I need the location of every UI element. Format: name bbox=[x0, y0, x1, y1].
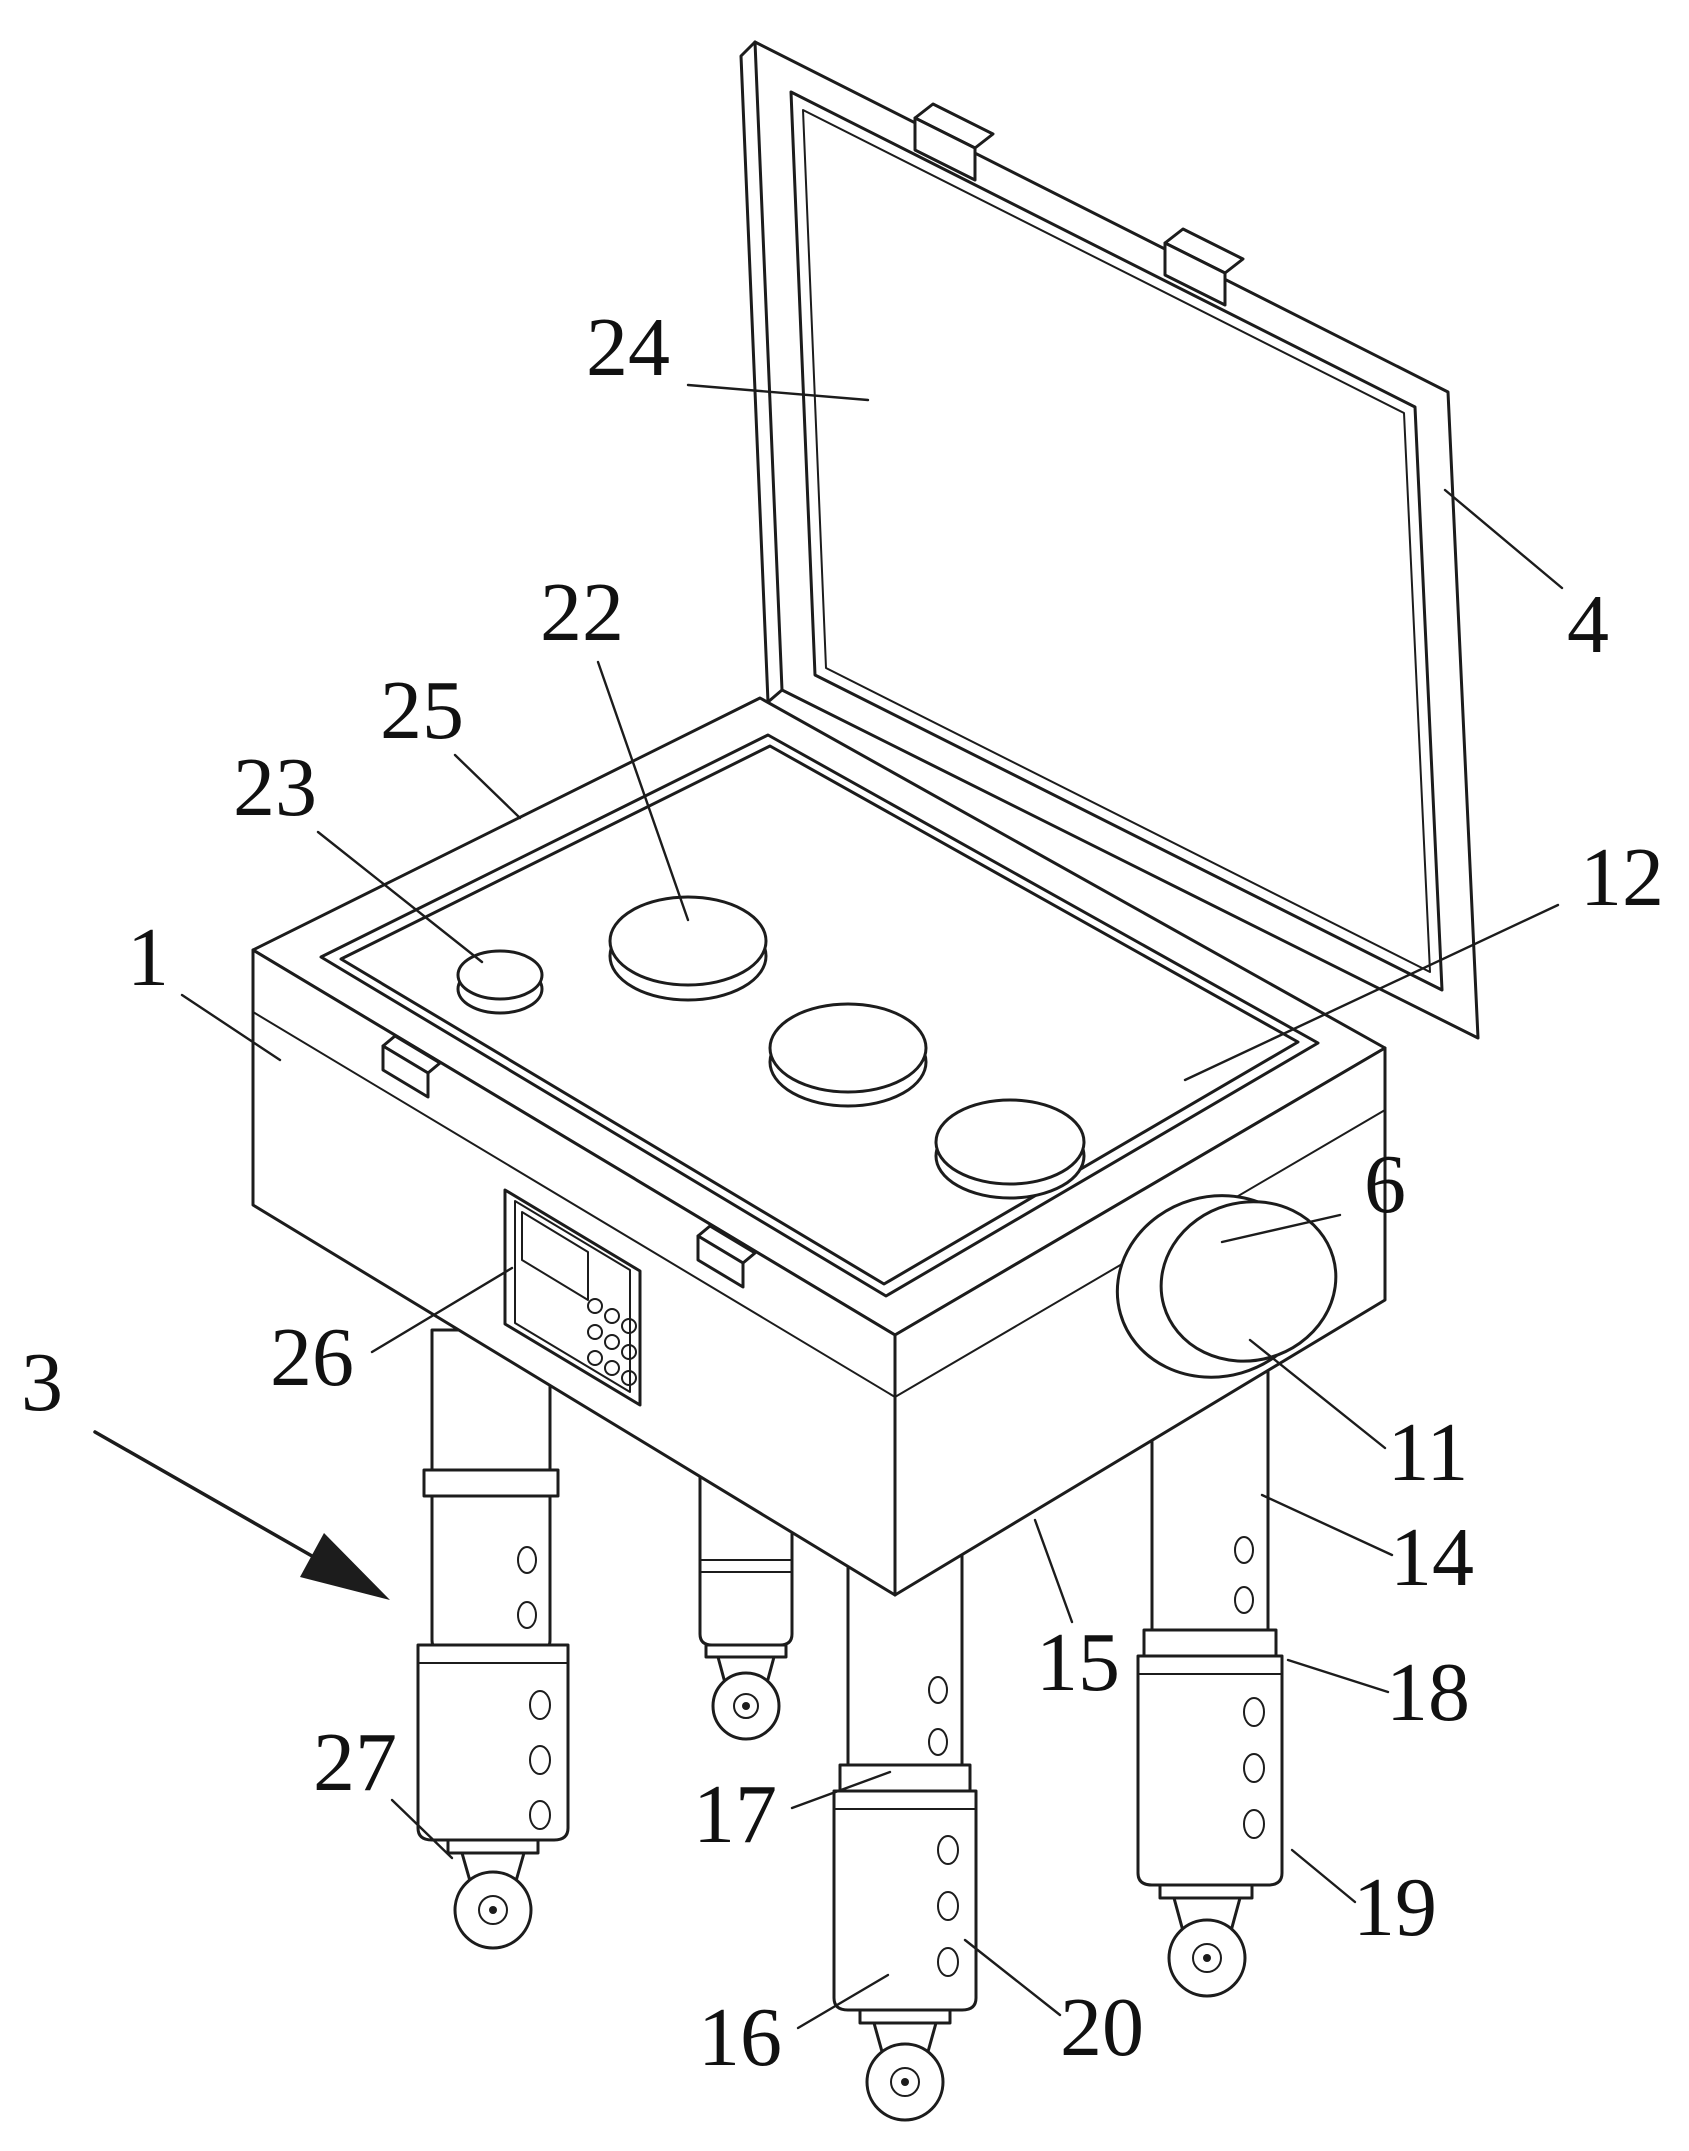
ref-16: 16 bbox=[698, 1973, 890, 2084]
leg-front-middle bbox=[832, 1543, 978, 2122]
ref-label-23: 23 bbox=[233, 741, 317, 834]
caster-front-middle bbox=[858, 2008, 952, 2122]
ref-4: 4 bbox=[1443, 488, 1609, 671]
ref-label-15: 15 bbox=[1036, 1616, 1120, 1709]
disc-large-3 bbox=[934, 1098, 1086, 1200]
latch-front bbox=[696, 1224, 757, 1289]
ref-12: 12 bbox=[1183, 831, 1664, 1082]
keypad-keys bbox=[587, 1298, 637, 1386]
disc-large-2 bbox=[768, 1002, 928, 1108]
ref-11: 11 bbox=[1248, 1338, 1469, 1499]
ref-25: 25 bbox=[380, 664, 522, 820]
reference-labels: 24 4 22 25 23 12 1 6 bbox=[21, 301, 1664, 2084]
keypad-screen bbox=[521, 1211, 589, 1301]
ref-17: 17 bbox=[693, 1768, 892, 1861]
ref-15: 15 bbox=[1033, 1518, 1120, 1709]
ref-label-12: 12 bbox=[1580, 831, 1664, 924]
ref-label-1: 1 bbox=[127, 911, 169, 1004]
lid-clasp-left bbox=[913, 102, 995, 182]
leg-front-left bbox=[416, 1328, 570, 1950]
caster-front-left bbox=[446, 1838, 540, 1950]
ref-label-27: 27 bbox=[313, 1716, 397, 1809]
ref-1: 1 bbox=[127, 911, 282, 1062]
interior-discs bbox=[456, 895, 1086, 1200]
disc-large-1 bbox=[608, 895, 768, 1002]
ref-23: 23 bbox=[233, 741, 484, 964]
ref-label-22: 22 bbox=[540, 566, 624, 659]
side-port bbox=[1115, 1194, 1338, 1379]
direction-arrow bbox=[93, 1430, 390, 1600]
ref-14: 14 bbox=[1260, 1493, 1474, 1604]
ref-27: 27 bbox=[313, 1716, 454, 1860]
ref-label-26: 26 bbox=[270, 1311, 354, 1404]
ref-20: 20 bbox=[963, 1938, 1144, 2074]
ref-6: 6 bbox=[1220, 1138, 1406, 1244]
leg-right bbox=[1136, 1358, 1284, 1998]
ref-label-20: 20 bbox=[1060, 1981, 1144, 2074]
ref-label-18: 18 bbox=[1386, 1646, 1470, 1739]
ref-18: 18 bbox=[1286, 1646, 1470, 1739]
ref-label-17: 17 bbox=[693, 1768, 777, 1861]
caster-back-left bbox=[704, 1643, 788, 1741]
latch-left bbox=[381, 1034, 442, 1099]
lid bbox=[739, 40, 1480, 1040]
lid-clasp-right bbox=[1163, 227, 1245, 307]
ref-24: 24 bbox=[586, 301, 870, 402]
ref-label-6: 6 bbox=[1364, 1138, 1406, 1231]
ref-19: 19 bbox=[1290, 1848, 1437, 1954]
caster-right bbox=[1158, 1883, 1254, 1998]
ref-3: 3 bbox=[21, 1336, 63, 1429]
ref-26: 26 bbox=[270, 1266, 514, 1404]
ref-label-19: 19 bbox=[1353, 1861, 1437, 1954]
ref-label-14: 14 bbox=[1390, 1511, 1474, 1604]
ref-label-25: 25 bbox=[380, 664, 464, 757]
disc-small bbox=[456, 949, 544, 1015]
keypad bbox=[503, 1188, 642, 1407]
ref-label-16: 16 bbox=[698, 1991, 782, 2084]
ref-22: 22 bbox=[540, 566, 690, 922]
ref-label-4: 4 bbox=[1567, 578, 1609, 671]
ref-label-3: 3 bbox=[21, 1336, 63, 1429]
ref-label-11: 11 bbox=[1388, 1406, 1469, 1499]
ref-label-24: 24 bbox=[586, 301, 670, 394]
